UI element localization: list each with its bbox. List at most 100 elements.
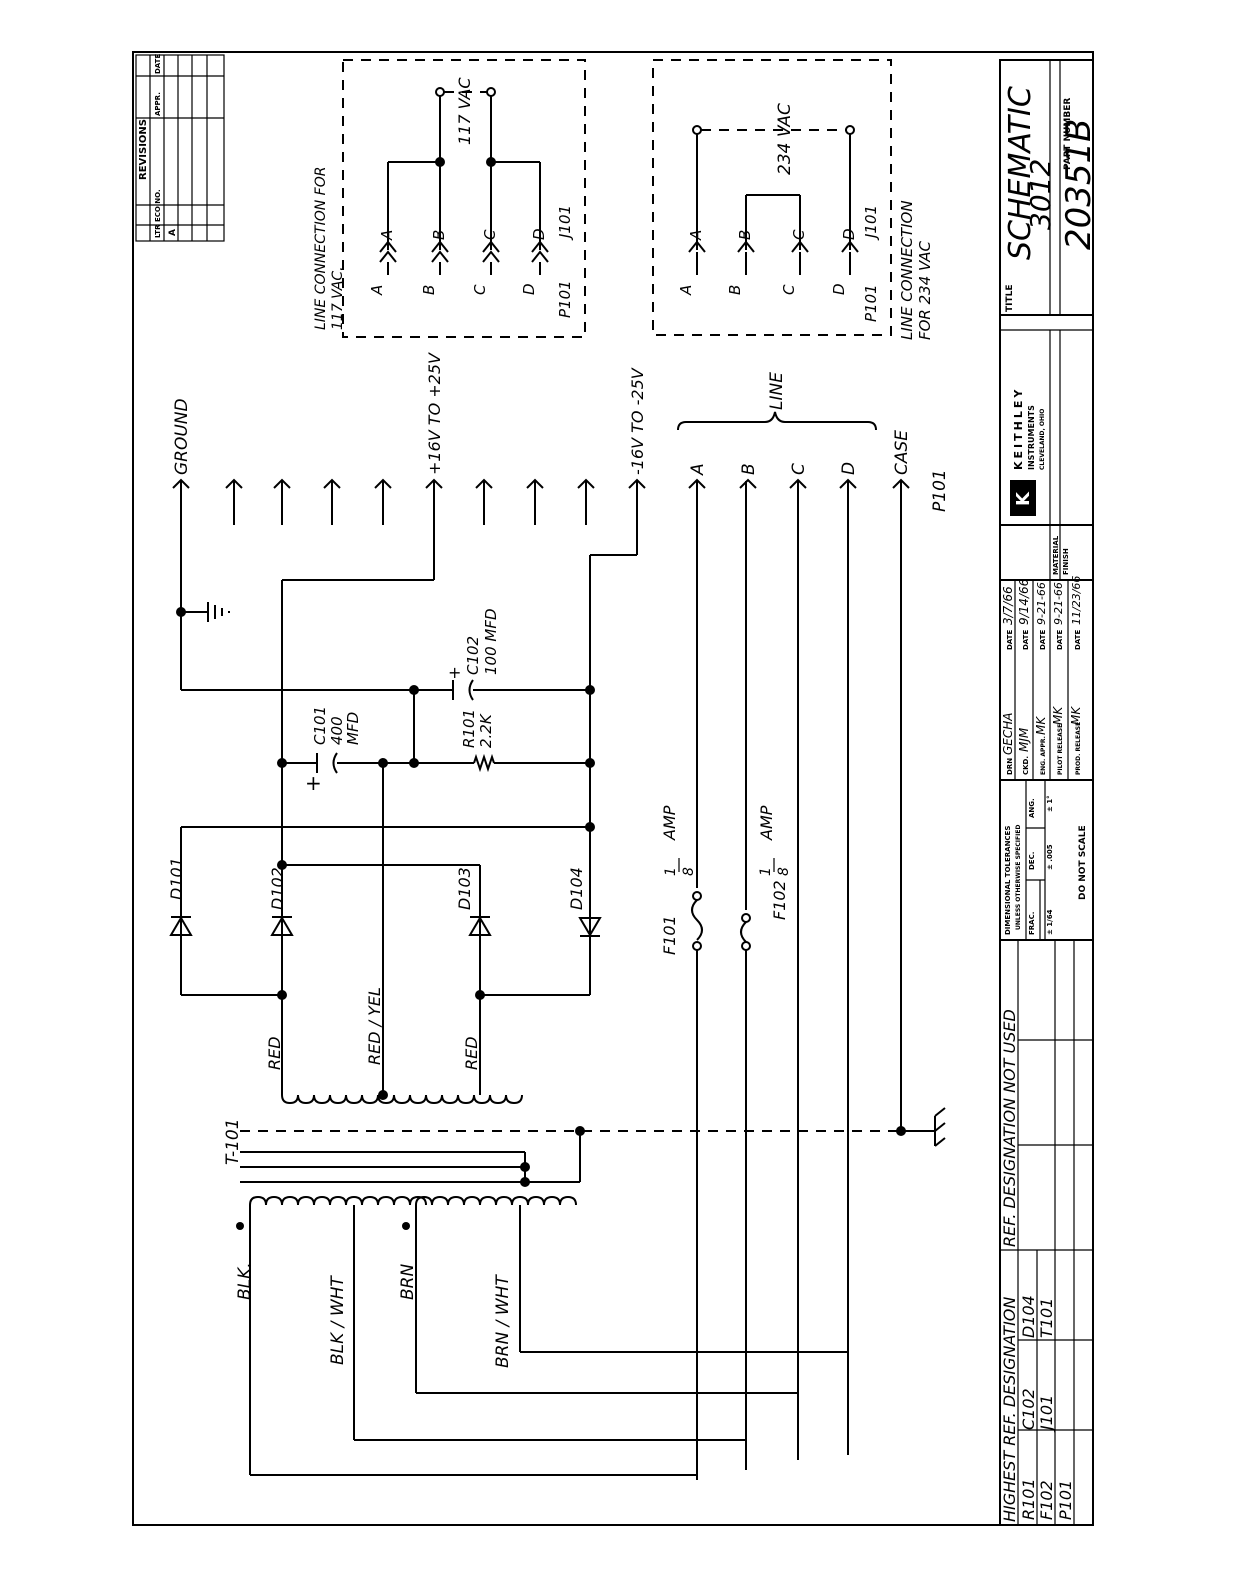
company-line-2: INSTRUMENTS [1027,405,1036,470]
pilot-date-label: DATE [1056,630,1064,650]
part-number: 20351B [1059,119,1099,250]
line-234-vac: 234 VAC [775,103,795,175]
keithley-logo [1010,480,1036,516]
line-234-j101: J101 [862,205,880,241]
c101-value-2: MFD [344,712,362,745]
revisions-col-appr: APPR. [154,92,162,116]
primary-winding-2 [415,1195,577,1206]
revisions-col-ltr: LTR [154,224,162,238]
tolerance-frac: FRAC. [1028,912,1036,935]
do-not-scale: DO NOT SCALE [1078,825,1088,900]
c102-plus: + [448,663,461,682]
line-234-p101: P101 [862,284,880,322]
ckd-date: 9/14/66 [1017,578,1031,625]
keithley-logo-letter: K [1013,491,1034,506]
ref-table-header: HIGHEST REF. DESIGNATION [1000,1297,1019,1522]
tolerance-line-1: DIMENSIONAL TOLERANCES [1004,826,1012,935]
line-234-title-1: LINE CONNECTION [898,200,916,340]
title-text-1: SCHEMATIC [1003,86,1038,260]
material-label: MATERIAL [1052,535,1060,575]
line-234-p-d: D [830,283,848,295]
ckd-name: MJM [1017,727,1031,752]
line-connection-117-box: LINE CONNECTION FOR 117 VAC. 117 VAC A B… [313,59,586,338]
drn-label: DRN [1006,758,1014,775]
c102-value: 100 MFD [482,608,500,675]
line-117-p101: P101 [556,280,574,318]
r101-label: R101 [460,709,478,748]
eng-name: MK [1034,716,1048,735]
fuses: F101 1 8 AMP F102 1 8 AMP [660,481,849,1480]
f101-rating-num: 1 [663,867,679,876]
line-117-vac: 117 VAC [455,77,474,145]
tolerance-dec-val: ± .005 [1046,844,1054,870]
ckd-date-label: DATE [1022,630,1030,650]
power-supply-circuit: + C102 100 MFD + C101 400 MFD R101 2.2K [167,602,602,1105]
ref-f102: F102 [1037,1480,1056,1520]
ckd-label: CKD. [1022,756,1030,775]
eng-date: 9-21-66 [1035,582,1048,625]
company-line-3: CLEVELAND, OHIO [1039,409,1046,470]
pin-a-label: A [688,463,708,476]
tolerance-line-2: UNLESS OTHERWISE SPECIFIED [1015,825,1022,930]
prod-date: 11/23/66 [1070,576,1083,625]
drn-date: 3/7/66 [1001,586,1015,625]
revisions-col-date: DATE [154,54,162,74]
line-label: LINE [767,372,787,410]
revisions-block: REVISIONS LTR ECO NO. APPR. DATE A [135,54,225,242]
f101-amp: AMP [660,805,679,841]
company-name: KEITHLEY [1012,387,1025,470]
ref-c102: C102 [1019,1388,1038,1430]
line-117-p-a: A [368,285,386,296]
ref-j101: J101 [1037,1395,1056,1433]
pin-b-label: B [739,463,759,475]
d103-label: D103 [455,867,474,910]
line-connection-234-box: 234 VAC A B C D A B C D P101 J101 LINE C… [652,59,934,340]
case-label: CASE [892,430,912,475]
pilot-date: 9-21-66 [1052,582,1065,625]
line-117-p-b: B [420,285,438,295]
revisions-row-ltr: A [168,229,178,236]
r101-value: 2.2K [477,713,495,748]
p101-connector-pins: GROUND +16V TO +25V -16V TO -25V A B C D… [172,352,950,1135]
tolerance-frac-val: ± 1/64 [1046,909,1054,935]
d102-label: D102 [268,867,287,910]
line-117-j-a: A [378,230,396,241]
blk-wire: BLK. [235,1262,255,1300]
ref-d104: D104 [1019,1295,1038,1338]
line-117-j-b: B [430,230,448,240]
f102-rating-den: 8 [776,867,792,876]
line-234-j-d: D [840,228,858,240]
drn-date-label: DATE [1006,630,1014,650]
red-yel-wire: RED / YEL [365,987,384,1065]
ref-p101: P101 [1056,1480,1075,1520]
pin-c-label: C [789,463,809,475]
prod-date-label: DATE [1074,630,1082,650]
f102-amp: AMP [757,805,776,841]
tolerance-dec: DEC. [1028,852,1036,870]
line-117-p-d: D [520,283,538,295]
line-117-p-c: C [471,284,489,295]
pin-d-label: D [839,462,859,475]
drn-name: GECHA [1001,713,1015,756]
line-234-j-a: A [687,230,705,241]
line-234-p-c: C [780,284,798,295]
pos-supply-label: +16V TO +25V [425,352,444,475]
blk-wht-wire: BLK / WHT [328,1275,348,1365]
ref-t101: T101 [1037,1298,1056,1338]
line-234-title-2: FOR 234 VAC [916,240,934,340]
transformer-t101: T-101 BLK. BLK / WHT BRN [223,1107,946,1476]
title-label: TITLE [1005,284,1015,312]
eng-label: ENG. APPR. [1040,736,1047,775]
f102-label: F102 [770,880,789,920]
line-234-p-a: A [677,285,695,296]
ref-r101: R101 [1019,1478,1038,1520]
f101-label: F101 [660,915,679,955]
p101-label: P101 [930,469,950,512]
c101-value-1: 400 [328,716,346,745]
c102-label: C102 [464,636,482,675]
line-117-j-c: C [481,229,499,240]
title-block: TITLE SCHEMATIC 3012 PART NUMBER 20351B … [999,59,1099,1526]
ground-label: GROUND [172,398,192,475]
revisions-col-eco: ECO NO. [154,189,162,222]
